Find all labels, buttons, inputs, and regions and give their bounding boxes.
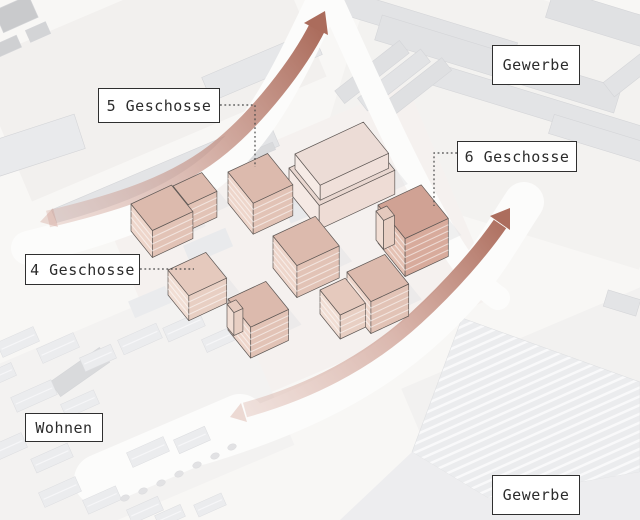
house-block bbox=[79, 343, 117, 373]
arrowhead-southwest-icon bbox=[230, 403, 247, 422]
house-block bbox=[154, 504, 186, 520]
house-block bbox=[30, 442, 74, 474]
house-block bbox=[193, 492, 227, 518]
context-block bbox=[0, 34, 23, 58]
flow-arrow-northeast bbox=[230, 208, 510, 422]
residential-houses bbox=[0, 311, 235, 520]
street-dot bbox=[192, 461, 202, 469]
house-block bbox=[36, 332, 80, 364]
leader-lines bbox=[140, 104, 457, 270]
building-block-nw-front bbox=[130, 184, 194, 258]
street-dots bbox=[120, 443, 237, 502]
house-block bbox=[0, 326, 40, 358]
street-dot bbox=[210, 452, 220, 460]
arrowhead-northeast-icon bbox=[304, 11, 328, 35]
house-block bbox=[117, 322, 163, 356]
house-block bbox=[173, 425, 211, 455]
context-block bbox=[0, 113, 86, 191]
label-zone-gewerbe-north: Gewerbe bbox=[492, 45, 580, 85]
house-block bbox=[10, 379, 58, 413]
house-block bbox=[82, 485, 122, 515]
street-dot bbox=[156, 479, 166, 487]
house-block bbox=[60, 389, 100, 419]
industrial-hall bbox=[545, 0, 640, 56]
context-block bbox=[24, 21, 52, 43]
house-block bbox=[126, 495, 164, 520]
arrowhead-southwest-icon bbox=[40, 208, 58, 227]
label-5-geschosse: 5 Geschosse bbox=[98, 88, 220, 123]
flow-arrow-northwest bbox=[40, 11, 328, 228]
leader-5-geschosse bbox=[220, 104, 256, 167]
building-block-west bbox=[167, 252, 227, 322]
street-dot bbox=[227, 443, 237, 451]
arrow-band bbox=[242, 219, 507, 418]
leader-6-geschosse bbox=[433, 152, 457, 206]
building-block-se-front bbox=[319, 277, 366, 340]
building-block-existing-upper bbox=[294, 121, 389, 201]
street-dot bbox=[120, 494, 130, 502]
building-block-north bbox=[227, 153, 294, 235]
arrow-band bbox=[46, 22, 326, 228]
house-block bbox=[162, 311, 206, 343]
context-block bbox=[0, 0, 39, 34]
building-block-south-notch bbox=[226, 299, 244, 336]
label-zone-wohnen: Wohnen bbox=[25, 413, 103, 442]
label-4-geschosse: 4 Geschosse bbox=[25, 254, 140, 285]
street-dot bbox=[138, 487, 148, 495]
building-block-center bbox=[272, 215, 340, 298]
building-block-east-notch bbox=[375, 205, 395, 250]
street-dot bbox=[174, 470, 184, 478]
house-block bbox=[126, 436, 170, 468]
proposed-buildings bbox=[130, 121, 449, 359]
label-6-geschosse: 6 Geschosse bbox=[457, 141, 577, 172]
flow-arrows bbox=[40, 11, 510, 422]
house-block bbox=[0, 432, 28, 464]
house-block bbox=[0, 362, 17, 388]
context-block bbox=[602, 289, 640, 317]
house-block bbox=[38, 476, 82, 508]
label-zone-gewerbe-south: Gewerbe bbox=[492, 475, 580, 515]
arrowhead-northeast-icon bbox=[490, 208, 510, 230]
industrial-hall bbox=[548, 113, 640, 167]
